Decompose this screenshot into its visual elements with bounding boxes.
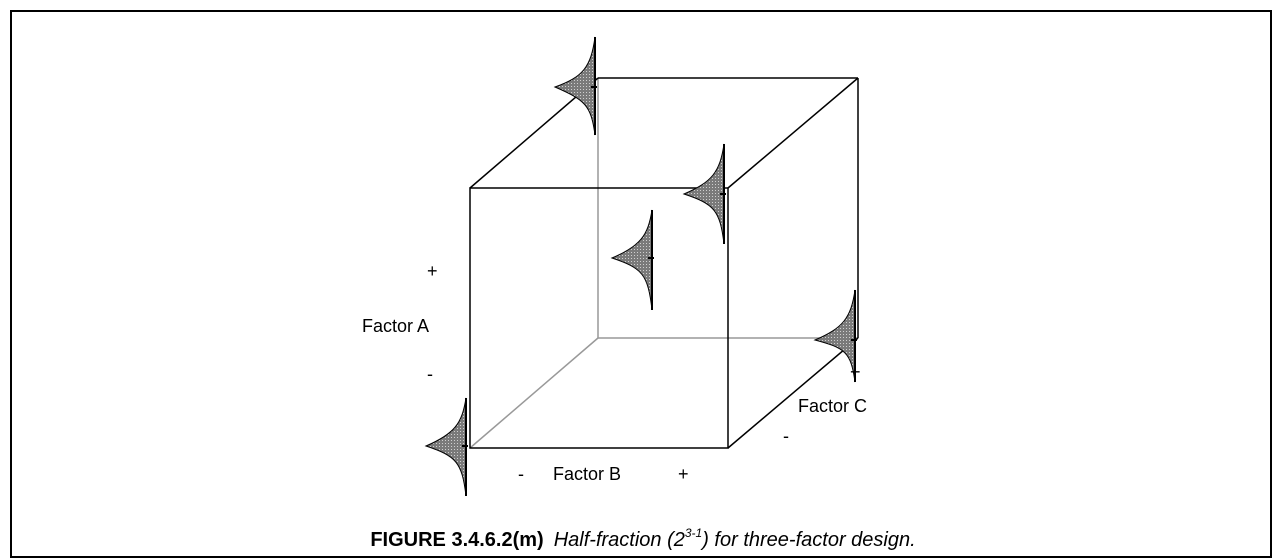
factor-a-minus-label: - [427, 364, 433, 384]
distribution-bottom-front-left [424, 397, 468, 497]
edge-back-depth-bottom [469, 337, 599, 449]
factor-b-plus-label: + [678, 464, 689, 484]
figure-caption: FIGURE 3.4.6.2(m) Half-fraction (23-1) fo… [0, 526, 1286, 552]
factor-a-plus-label: + [427, 261, 438, 281]
factor-c-label: Factor C [798, 396, 867, 416]
caption-text-before: Half-fraction (2 [553, 529, 685, 551]
factor-c-minus-label: - [783, 426, 789, 446]
caption-superscript: 3-1 [684, 526, 703, 540]
distribution-center [610, 209, 654, 311]
cube-edges [469, 77, 859, 449]
caption-text-after: ) for three-factor design. [702, 529, 916, 551]
cube-front-face [469, 187, 729, 449]
figure-number: FIGURE 3.4.6.2(m) [370, 529, 544, 551]
factor-c-plus-label: + [850, 362, 861, 382]
hidden-edges [469, 78, 858, 449]
distribution-top-back-left [553, 36, 597, 136]
distribution-bottom-back-right [813, 289, 857, 383]
figure-title: Half-fraction (23-1) for three-factor de… [553, 526, 916, 551]
distribution-top-front-right [682, 143, 726, 245]
factor-b-label: Factor B [553, 464, 621, 484]
factor-b-minus-label: - [518, 464, 524, 484]
factor-a-label: Factor A [362, 316, 429, 336]
edge-top-right-depth [727, 77, 859, 189]
edge-bottom-right-depth [727, 337, 859, 449]
figure-frame [10, 10, 1272, 558]
